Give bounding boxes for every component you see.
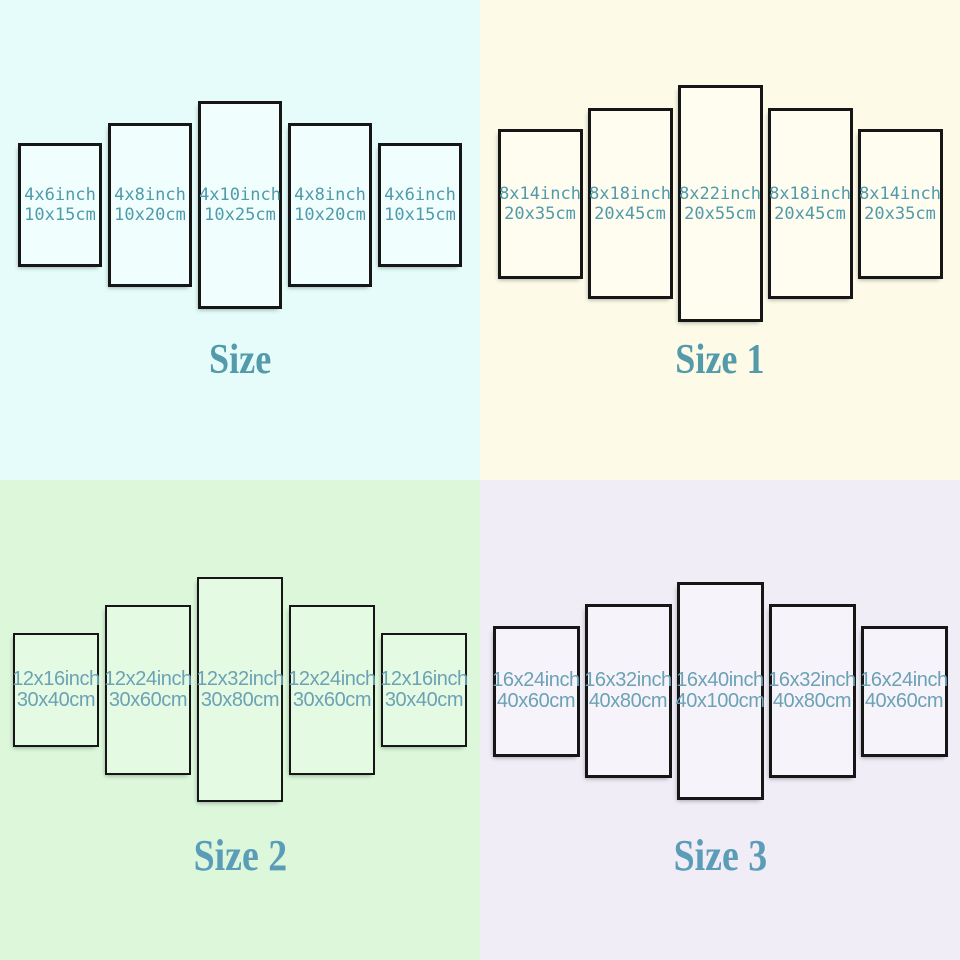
panel-inch-label: 12x24inch xyxy=(104,667,192,690)
panel-cm-label: 10x25cm xyxy=(204,205,276,225)
canvas-panel: 8x22inch 20x55cm xyxy=(677,85,763,322)
panel-inch-label: 16x32inch xyxy=(584,669,672,691)
canvas-panel: 16x32inch 40x80cm xyxy=(768,604,856,778)
panel-inch-label: 8x14inch xyxy=(499,183,581,204)
panel-row: 4x6inch 10x15cm 4x8inch 10x20cm 4x10inch… xyxy=(0,101,480,309)
panel-cm-label: 40x80cm xyxy=(772,690,852,712)
canvas-panel: 8x14inch 20x35cm xyxy=(497,128,583,279)
panel-inch-label: 12x32inch xyxy=(196,667,284,690)
panel-inch-label: 12x16inch xyxy=(380,667,468,690)
panel-cm-label: 10x15cm xyxy=(384,205,456,225)
panel-cm-label: 20x45cm xyxy=(594,203,666,224)
panel-cm-label: 20x55cm xyxy=(684,203,756,224)
panel-cm-label: 10x20cm xyxy=(294,205,366,225)
panel-cm-label: 20x35cm xyxy=(864,203,936,224)
canvas-panel: 12x24inch 30x60cm xyxy=(104,604,192,775)
panel-cm-label: 40x80cm xyxy=(588,690,668,712)
canvas-panel: 8x18inch 20x45cm xyxy=(767,108,853,299)
canvas-panel: 16x24inch 40x60cm xyxy=(492,625,580,757)
panel-inch-label: 4x8inch xyxy=(114,185,186,205)
panel-cm-label: 40x60cm xyxy=(496,690,576,712)
panel-inch-label: 16x24inch xyxy=(860,669,948,691)
panel-inch-label: 4x10inch xyxy=(199,185,281,205)
canvas-panel: 16x24inch 40x60cm xyxy=(860,625,948,757)
panel-inch-label: 16x32inch xyxy=(768,669,856,691)
panel-inch-label: 4x8inch xyxy=(294,185,366,205)
canvas-panel: 4x6inch 10x15cm xyxy=(18,143,102,267)
panel-cm-label: 40x100cm xyxy=(675,690,765,712)
panel-row: 12x16inch 30x40cm 12x24inch 30x60cm 12x3… xyxy=(0,577,480,802)
panel-cm-label: 30x60cm xyxy=(108,688,188,711)
panel-inch-label: 4x6inch xyxy=(384,185,456,205)
panel-inch-label: 4x6inch xyxy=(24,185,96,205)
panel-cm-label: 20x45cm xyxy=(774,203,846,224)
panel-inch-label: 8x14inch xyxy=(859,183,941,204)
panel-cm-label: 10x15cm xyxy=(24,205,96,225)
panel-inch-label: 12x24inch xyxy=(288,667,376,690)
canvas-panel: 12x32inch 30x80cm xyxy=(196,577,284,802)
canvas-panel: 16x32inch 40x80cm xyxy=(584,604,672,778)
canvas-panel: 4x10inch 10x25cm xyxy=(198,101,282,309)
size-chart-title: Size 3 xyxy=(673,831,767,880)
canvas-panel: 4x6inch 10x15cm xyxy=(378,143,462,267)
size-chart-quadrant-size-1: 8x14inch 20x35cm 8x18inch 20x45cm 8x22in… xyxy=(480,0,960,480)
size-chart-title: Size 2 xyxy=(193,831,287,880)
size-chart-quadrant-size-3: 16x24inch 40x60cm 16x32inch 40x80cm 16x4… xyxy=(480,480,960,960)
panel-cm-label: 40x60cm xyxy=(864,690,944,712)
panel-row: 16x24inch 40x60cm 16x32inch 40x80cm 16x4… xyxy=(480,582,960,800)
canvas-panel: 4x8inch 10x20cm xyxy=(108,123,192,287)
canvas-panel: 8x14inch 20x35cm xyxy=(857,128,943,279)
canvas-panel: 12x24inch 30x60cm xyxy=(288,604,376,775)
panel-row: 8x14inch 20x35cm 8x18inch 20x45cm 8x22in… xyxy=(480,85,960,322)
size-chart-title: Size xyxy=(208,337,272,383)
size-chart-title: Size 1 xyxy=(675,337,765,383)
panel-cm-label: 30x40cm xyxy=(384,688,464,711)
panel-inch-label: 8x22inch xyxy=(679,183,761,204)
size-chart-quadrant-size-2: 12x16inch 30x40cm 12x24inch 30x60cm 12x3… xyxy=(0,480,480,960)
panel-inch-label: 16x24inch xyxy=(492,669,580,691)
panel-cm-label: 30x60cm xyxy=(292,688,372,711)
panel-cm-label: 20x35cm xyxy=(504,203,576,224)
canvas-panel: 8x18inch 20x45cm xyxy=(587,108,673,299)
canvas-panel: 16x40inch 40x100cm xyxy=(675,582,765,800)
panel-cm-label: 30x80cm xyxy=(200,688,280,711)
canvas-panel: 12x16inch 30x40cm xyxy=(12,632,100,747)
panel-cm-label: 30x40cm xyxy=(16,688,96,711)
panel-inch-label: 8x18inch xyxy=(769,183,851,204)
panel-inch-label: 8x18inch xyxy=(589,183,671,204)
panel-inch-label: 16x40inch xyxy=(676,669,764,691)
canvas-panel: 12x16inch 30x40cm xyxy=(380,632,468,747)
panel-cm-label: 10x20cm xyxy=(114,205,186,225)
panel-inch-label: 12x16inch xyxy=(12,667,100,690)
size-chart-quadrant-size: 4x6inch 10x15cm 4x8inch 10x20cm 4x10inch… xyxy=(0,0,480,480)
canvas-panel: 4x8inch 10x20cm xyxy=(288,123,372,287)
